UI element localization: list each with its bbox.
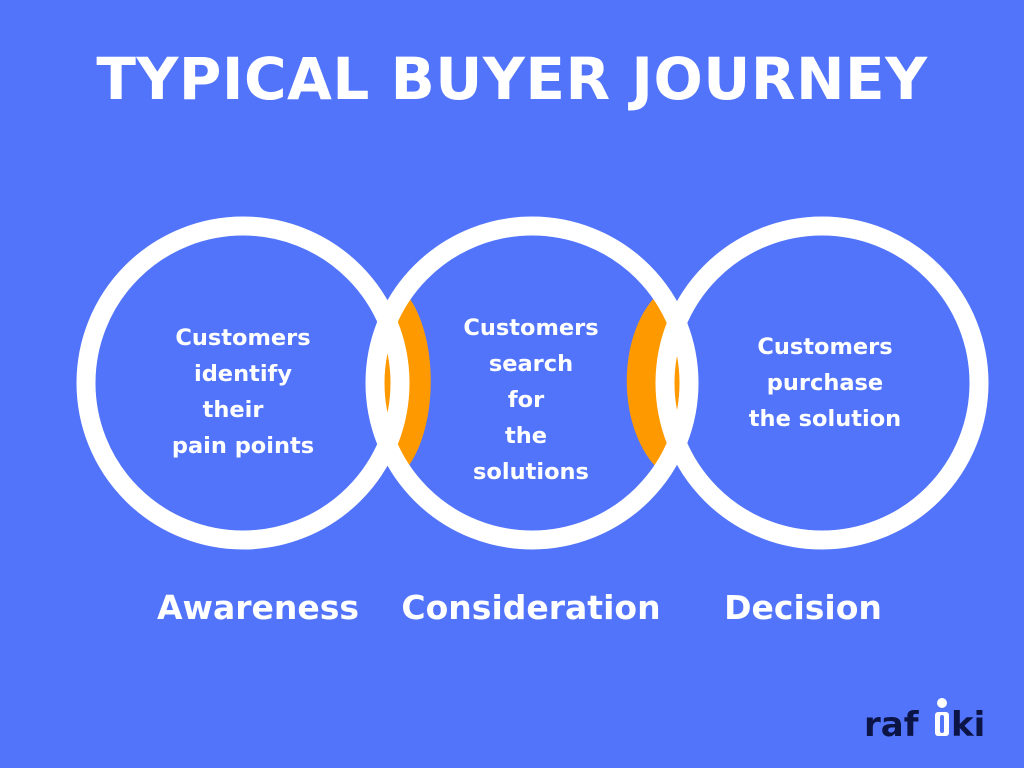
decision-description-line: Customers <box>757 334 893 360</box>
consideration-description-line: solutions <box>473 459 589 485</box>
logo-text-left: raf <box>864 705 920 745</box>
decision-description-line: the solution <box>748 406 902 432</box>
logo-i-dot <box>937 698 947 708</box>
awareness-description-line: identify <box>193 361 293 387</box>
decision-description: Customers purchase the solution <box>715 329 935 437</box>
stage-label-consideration: Consideration <box>401 588 661 627</box>
stage-label-decision: Decision <box>724 588 882 627</box>
ring-decision <box>655 216 989 550</box>
consideration-description-line: the <box>504 423 548 449</box>
ring-consideration <box>365 216 699 550</box>
consideration-description: Customers search for the solutions <box>421 310 641 490</box>
consideration-description-line: Customers <box>463 315 599 341</box>
logo-text-right: ki <box>951 705 985 745</box>
awareness-description: Customers identify their pain points <box>133 320 353 464</box>
logo-i-accent <box>940 715 944 733</box>
page-title: TYPICAL BUYER JOURNEY <box>96 45 928 113</box>
decision-description-line: purchase <box>766 370 884 396</box>
rafiki-logo: raf ki <box>864 698 985 745</box>
stage-label-awareness: Awareness <box>156 588 360 627</box>
awareness-description-line: Customers <box>175 325 311 351</box>
awareness-description-line: pain points <box>171 433 315 459</box>
awareness-description-line: their <box>202 397 264 423</box>
consideration-description-line: for <box>507 387 545 413</box>
ring-awareness <box>76 216 410 550</box>
consideration-description-line: search <box>488 351 574 377</box>
